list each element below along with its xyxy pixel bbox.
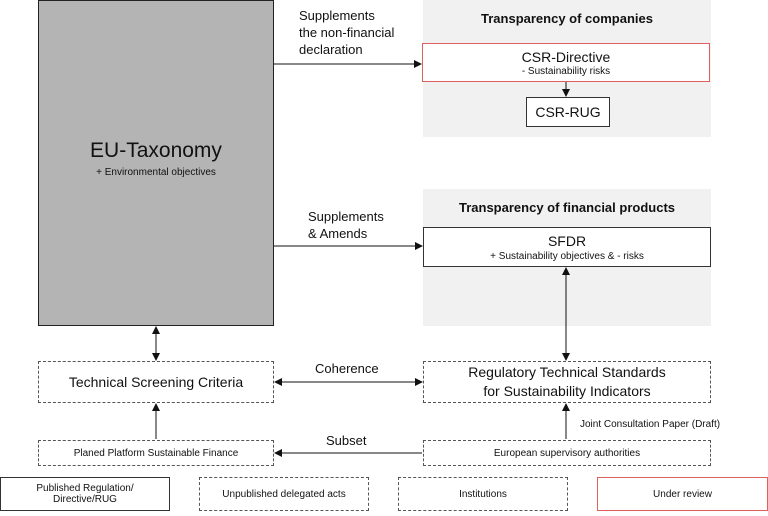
legend-published: Published Regulation/ Directive/RUG — [0, 477, 170, 511]
legend-under-review-label: Under review — [653, 488, 712, 500]
eu-taxonomy-title: EU-Taxonomy — [90, 138, 222, 162]
companies-panel-title: Transparency of companies — [481, 11, 653, 26]
label-supplements-1: Supplements — [299, 8, 375, 23]
sfdr-subtitle: + Sustainability objectives & - risks — [490, 250, 644, 262]
legend-published-line2: Directive/RUG — [53, 494, 117, 505]
legend-unpublished-label: Unpublished delegated acts — [222, 488, 346, 500]
legend-under-review: Under review — [597, 477, 768, 511]
csr-directive-subtitle: - Sustainability risks — [521, 65, 611, 77]
label-consultation: Joint Consultation Paper (Draft) — [580, 419, 721, 430]
eu-taxonomy-box: EU-Taxonomy + Environmental objectives — [38, 0, 274, 326]
label-supplements-amends: Supplements & Amends — [308, 208, 418, 242]
legend-institutions-label: Institutions — [459, 488, 507, 500]
label-subset: Subset — [326, 433, 367, 448]
esa-box: European supervisory authorities — [423, 440, 711, 466]
label-amends-2: & Amends — [308, 226, 368, 241]
csr-directive-box: CSR-Directive - Sustainability risks — [422, 43, 710, 82]
label-supplements-declaration: Supplements the non-financial declaratio… — [299, 7, 419, 58]
technical-screening-title: Technical Screening Criteria — [68, 374, 244, 390]
csr-rug-title: CSR-RUG — [535, 104, 601, 120]
rts-box: Regulatory Technical Standards for Susta… — [423, 361, 711, 403]
sfdr-title: SFDR — [547, 232, 587, 249]
rts-line2: for Sustainability Indicators — [483, 383, 651, 399]
legend-unpublished: Unpublished delegated acts — [199, 477, 369, 511]
label-supplements-2: the non-financial — [299, 25, 395, 40]
label-amends-1: Supplements — [308, 209, 384, 224]
legend-institutions: Institutions — [398, 477, 568, 511]
legend-published-line1: Published Regulation/ — [36, 483, 134, 494]
sfdr-box: SFDR + Sustainability objectives & - ris… — [423, 227, 711, 267]
csr-rug-box: CSR-RUG — [526, 97, 610, 127]
products-panel-title: Transparency of financial products — [459, 200, 675, 215]
label-coherence: Coherence — [315, 361, 379, 376]
platform-title: Planed Platform Sustainable Finance — [73, 447, 239, 459]
technical-screening-box: Technical Screening Criteria — [38, 361, 274, 403]
platform-box: Planed Platform Sustainable Finance — [38, 440, 274, 466]
eu-taxonomy-subtitle: + Environmental objectives — [96, 166, 216, 178]
rts-line1: Regulatory Technical Standards — [468, 364, 666, 380]
label-supplements-3: declaration — [299, 42, 363, 57]
csr-directive-title: CSR-Directive — [521, 48, 611, 65]
esa-title: European supervisory authorities — [493, 447, 641, 459]
